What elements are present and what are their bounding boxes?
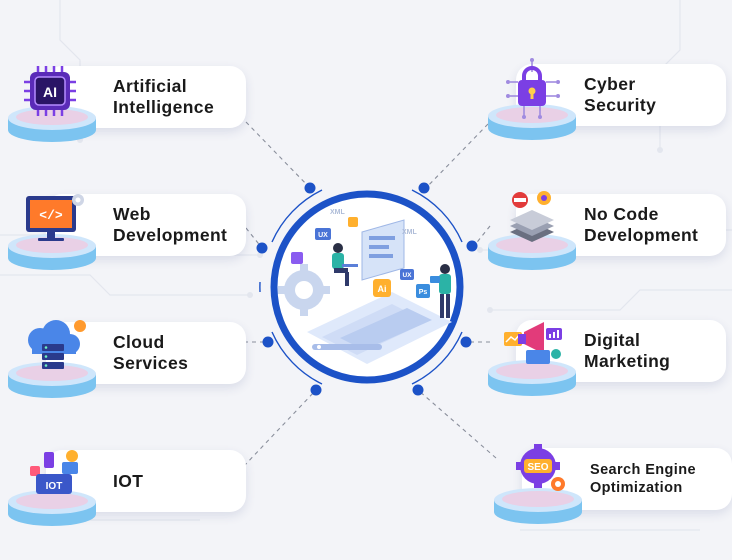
hub-node xyxy=(466,240,478,252)
svg-text:AI: AI xyxy=(43,84,57,100)
hub-node xyxy=(304,182,316,194)
service-label: Web Development xyxy=(113,204,228,245)
svg-text:Ps: Ps xyxy=(419,289,428,296)
central-hub: UX XML XML UX Ai Ps xyxy=(252,172,482,402)
service-artificial-intelligence[interactable]: AI Artificial Intelligence xyxy=(6,66,246,142)
megaphone-charts-icon xyxy=(496,314,568,376)
hub-node xyxy=(262,336,274,348)
service-label: Digital Marketing xyxy=(584,330,671,371)
service-label: Cyber Security xyxy=(584,74,657,115)
service-label: Search Engine Optimization xyxy=(590,462,696,496)
pedestal xyxy=(494,488,582,524)
developers-isometric-icon: UX XML XML UX Ai Ps xyxy=(278,209,452,364)
svg-text:SEO: SEO xyxy=(527,462,548,473)
hub-node xyxy=(256,242,268,254)
service-search-engine-optimization[interactable]: SEO Search Engine Optimization xyxy=(492,444,732,524)
service-label: IOT xyxy=(113,470,144,491)
pedestal xyxy=(488,360,576,396)
service-cloud-services[interactable]: Cloud Services xyxy=(6,320,246,398)
iot-devices-icon: IOT xyxy=(16,446,88,508)
no-code-layers-icon xyxy=(496,188,568,250)
pedestal xyxy=(8,490,96,526)
padlock-circuit-icon xyxy=(496,58,568,120)
hub-node xyxy=(412,384,424,396)
pedestal xyxy=(488,104,576,140)
svg-text:IOT: IOT xyxy=(46,481,63,492)
service-digital-marketing[interactable]: Digital Marketing xyxy=(486,320,726,396)
pedestal xyxy=(8,106,96,142)
svg-text:Ai: Ai xyxy=(378,284,387,294)
seo-gear-icon: SEO xyxy=(502,442,574,504)
svg-text:UX: UX xyxy=(402,272,412,279)
ai-chip-icon: AI xyxy=(16,62,88,124)
service-label: No Code Development xyxy=(584,204,699,245)
pedestal xyxy=(488,234,576,270)
web-monitor-icon: </> xyxy=(16,190,88,252)
hub-node xyxy=(460,336,472,348)
service-label: Artificial Intelligence xyxy=(113,76,215,117)
service-web-development[interactable]: </> Web Development xyxy=(6,194,246,270)
service-label: Cloud Services xyxy=(113,332,189,373)
service-iot[interactable]: IOT IOT xyxy=(6,450,246,526)
cloud-server-icon xyxy=(16,318,88,380)
service-no-code-development[interactable]: No Code Development xyxy=(486,191,726,270)
svg-text:XML: XML xyxy=(330,209,346,216)
svg-text:UX: UX xyxy=(318,232,328,239)
pedestal xyxy=(8,362,96,398)
svg-text:XML: XML xyxy=(402,229,418,236)
hub-node xyxy=(418,182,430,194)
svg-text:</>: </> xyxy=(39,208,63,223)
hub-illustration: UX XML XML UX Ai Ps xyxy=(256,182,478,396)
service-cyber-security[interactable]: Cyber Security xyxy=(486,58,726,140)
hub-node xyxy=(310,384,322,396)
pedestal xyxy=(8,234,96,270)
